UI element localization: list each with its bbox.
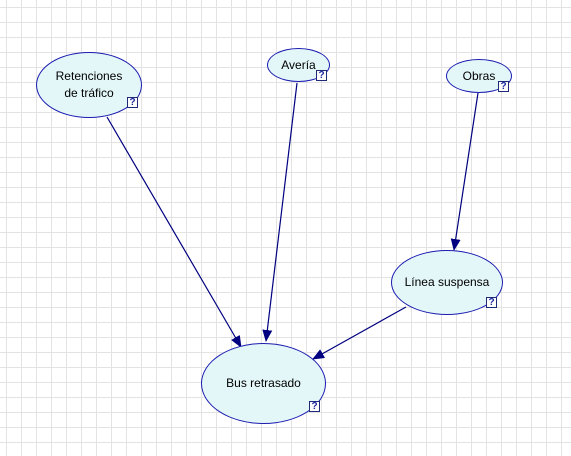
node-label: Línea suspensa xyxy=(404,275,490,289)
question-mark-icon[interactable]: ? xyxy=(498,81,509,92)
edge-linea-to-bus[interactable] xyxy=(312,306,407,360)
node-label: Bus retrasado xyxy=(226,376,301,390)
question-mark-icon[interactable]: ? xyxy=(309,401,320,412)
node-retenciones-de-trafico[interactable]: Retenciones de tráfico xyxy=(36,52,142,118)
edge-retenciones-to-bus[interactable] xyxy=(106,116,242,348)
node-label: Retenciones de tráfico xyxy=(55,69,123,100)
node-bus-retrasado[interactable]: Bus retrasado xyxy=(201,343,326,424)
question-mark-icon[interactable]: ? xyxy=(316,70,327,81)
node-averia[interactable]: Avería xyxy=(267,48,330,82)
edge-obras-to-linea[interactable] xyxy=(450,92,479,251)
node-label: Avería xyxy=(281,57,316,72)
question-mark-icon[interactable]: ? xyxy=(127,97,138,108)
question-mark-icon[interactable]: ? xyxy=(486,297,497,308)
node-linea-suspensa[interactable]: Línea suspensa xyxy=(391,250,503,315)
node-label: Obras xyxy=(462,68,496,83)
edge-averia-to-bus[interactable] xyxy=(262,82,298,342)
